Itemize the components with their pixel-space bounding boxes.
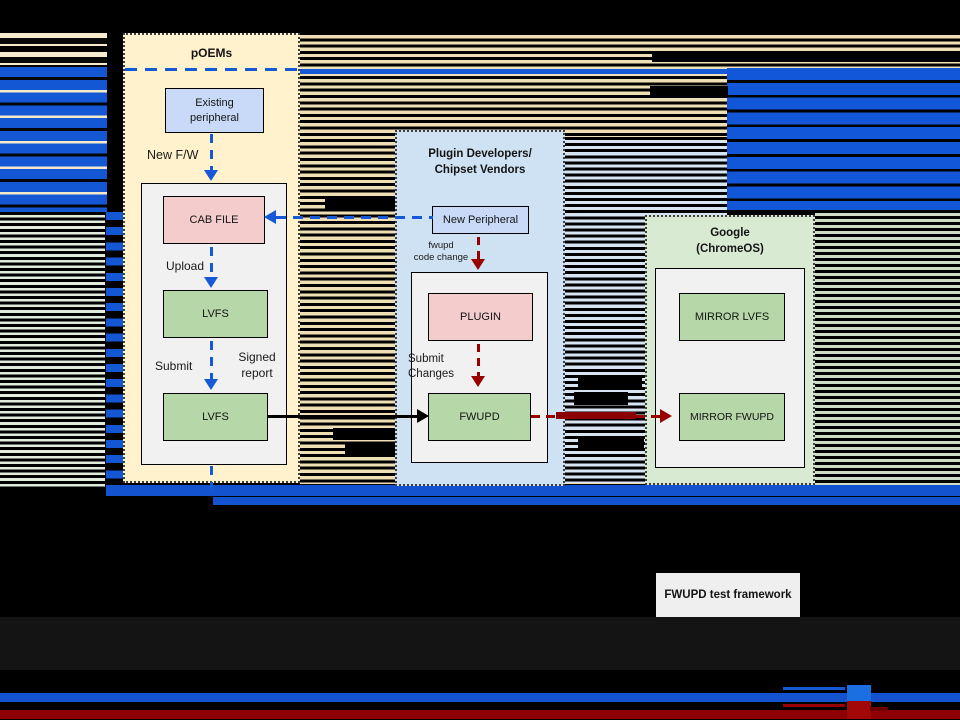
poems-divider-dashed — [125, 68, 298, 71]
glitch-blue-line — [298, 69, 727, 74]
edge-label-fwupd-code-change: fwupd code change — [413, 240, 469, 264]
glitch-blue-square — [847, 685, 871, 703]
edge-label-upload: Upload — [166, 259, 205, 273]
glitch-blue-bars-right — [727, 68, 960, 210]
edge-new-fw — [210, 134, 213, 172]
glitch-black-bar — [650, 86, 728, 97]
glitch-black-bar — [578, 377, 642, 389]
edge-lvfs-to-fwupd — [268, 415, 419, 418]
node-mirror-lvfs: MIRROR LVFS — [679, 293, 785, 341]
edge-new-peripheral-to-cab-file — [276, 216, 433, 219]
glitch-black-bar — [345, 444, 397, 457]
arrowhead-left-icon — [264, 210, 276, 224]
edge-fwupd-glitch-thick — [556, 412, 636, 419]
arrowhead-down-icon — [471, 376, 485, 387]
edge-fwupd-code-change — [477, 237, 480, 261]
arrowhead-right-icon — [660, 409, 672, 423]
node-cab-file: CAB FILE — [163, 196, 265, 244]
glitch-stripes-cream-topleft — [0, 33, 107, 67]
glitch-thin-red-line — [783, 704, 845, 707]
node-new-peripheral: New Peripheral — [432, 206, 529, 234]
glitch-red-band-bottom — [0, 710, 960, 719]
edge-label-new-fw: New F/W — [147, 148, 199, 162]
node-lvfs-top: LVFS — [163, 290, 268, 338]
edge-plugin-to-fwupd — [477, 344, 480, 378]
glitch-blue-band-upper2 — [213, 497, 960, 505]
edge-lvfs-down-glitch — [210, 466, 213, 496]
glitch-blue-band-upper — [106, 485, 960, 496]
fwupd-test-framework-box: FWUPD test framework — [656, 573, 800, 617]
glitch-black-bar — [325, 197, 397, 209]
node-fwupd: FWUPD — [428, 393, 531, 441]
edge-label-submit: Submit — [155, 359, 193, 373]
glitch-black-bar — [578, 436, 644, 451]
group-poems-title: pOEMs — [190, 46, 233, 60]
node-existing-peripheral: Existing peripheral — [165, 88, 264, 133]
node-mirror-fwupd: MIRROR FWUPD — [679, 393, 785, 441]
arrowhead-down-icon — [204, 379, 218, 390]
glitch-thin-blue-line — [783, 687, 845, 690]
glitch-red-tail — [870, 707, 888, 711]
glitch-stripes-blue-left — [0, 67, 107, 212]
arrowhead-down-icon — [204, 277, 218, 288]
glitch-stripes-tan-topright — [727, 32, 960, 68]
edge-cab-to-lvfs — [210, 247, 213, 279]
node-plugin: PLUGIN — [428, 293, 533, 341]
edge-label-submit-changes: Submit Changes — [408, 353, 455, 380]
glitch-black-bar — [333, 428, 396, 440]
arrowhead-down-icon — [471, 259, 485, 270]
glitch-dark-band — [0, 617, 960, 670]
arrowhead-right-icon — [417, 409, 429, 423]
glitch-black-bar — [574, 392, 628, 405]
glitch-blue-band-bottom — [0, 693, 960, 702]
node-lvfs-bottom: LVFS — [163, 393, 268, 441]
group-plugin-developers-title: Plugin Developers/ Chipset Vendors — [428, 148, 532, 176]
glitch-blue-ticks-column — [106, 212, 123, 488]
glitch-stripes-green-right — [815, 210, 960, 487]
glitch-black-bar — [652, 52, 960, 62]
edge-lvfs-to-lvfs — [210, 341, 213, 381]
arrowhead-down-icon — [204, 170, 218, 181]
edge-label-signed-report: Signed report — [238, 350, 276, 380]
group-google-chromeos-title: Google (ChromeOS) — [696, 227, 764, 255]
glitch-stripes-green-left — [0, 212, 105, 487]
glitch-red-square — [847, 701, 871, 719]
